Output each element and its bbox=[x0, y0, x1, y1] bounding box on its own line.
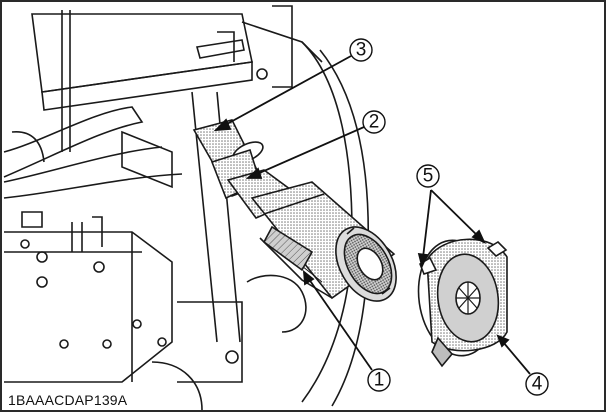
air-cleaner-body bbox=[226, 169, 397, 302]
callout-3: 3 bbox=[349, 38, 373, 62]
callout-circle bbox=[367, 368, 391, 392]
leader-lines bbox=[213, 55, 531, 375]
callout-label-1: 1 bbox=[374, 370, 385, 391]
callout-circle bbox=[349, 38, 373, 62]
callout-label-2: 2 bbox=[369, 112, 380, 133]
callout-label-4: 4 bbox=[532, 374, 543, 395]
callout-circle bbox=[362, 110, 386, 134]
callout-circle bbox=[416, 164, 440, 188]
callout-2: 2 bbox=[362, 110, 386, 134]
callout-label-5: 5 bbox=[423, 166, 434, 187]
callout-label-3: 3 bbox=[356, 40, 367, 61]
callout-circle bbox=[525, 372, 549, 396]
dust-cup-cover bbox=[417, 238, 508, 368]
callout-5: 5 bbox=[416, 164, 440, 188]
callout-1: 1 bbox=[367, 368, 391, 392]
figure-code: 1BAAACDAP139A bbox=[8, 392, 128, 408]
callout-4: 4 bbox=[525, 372, 549, 396]
